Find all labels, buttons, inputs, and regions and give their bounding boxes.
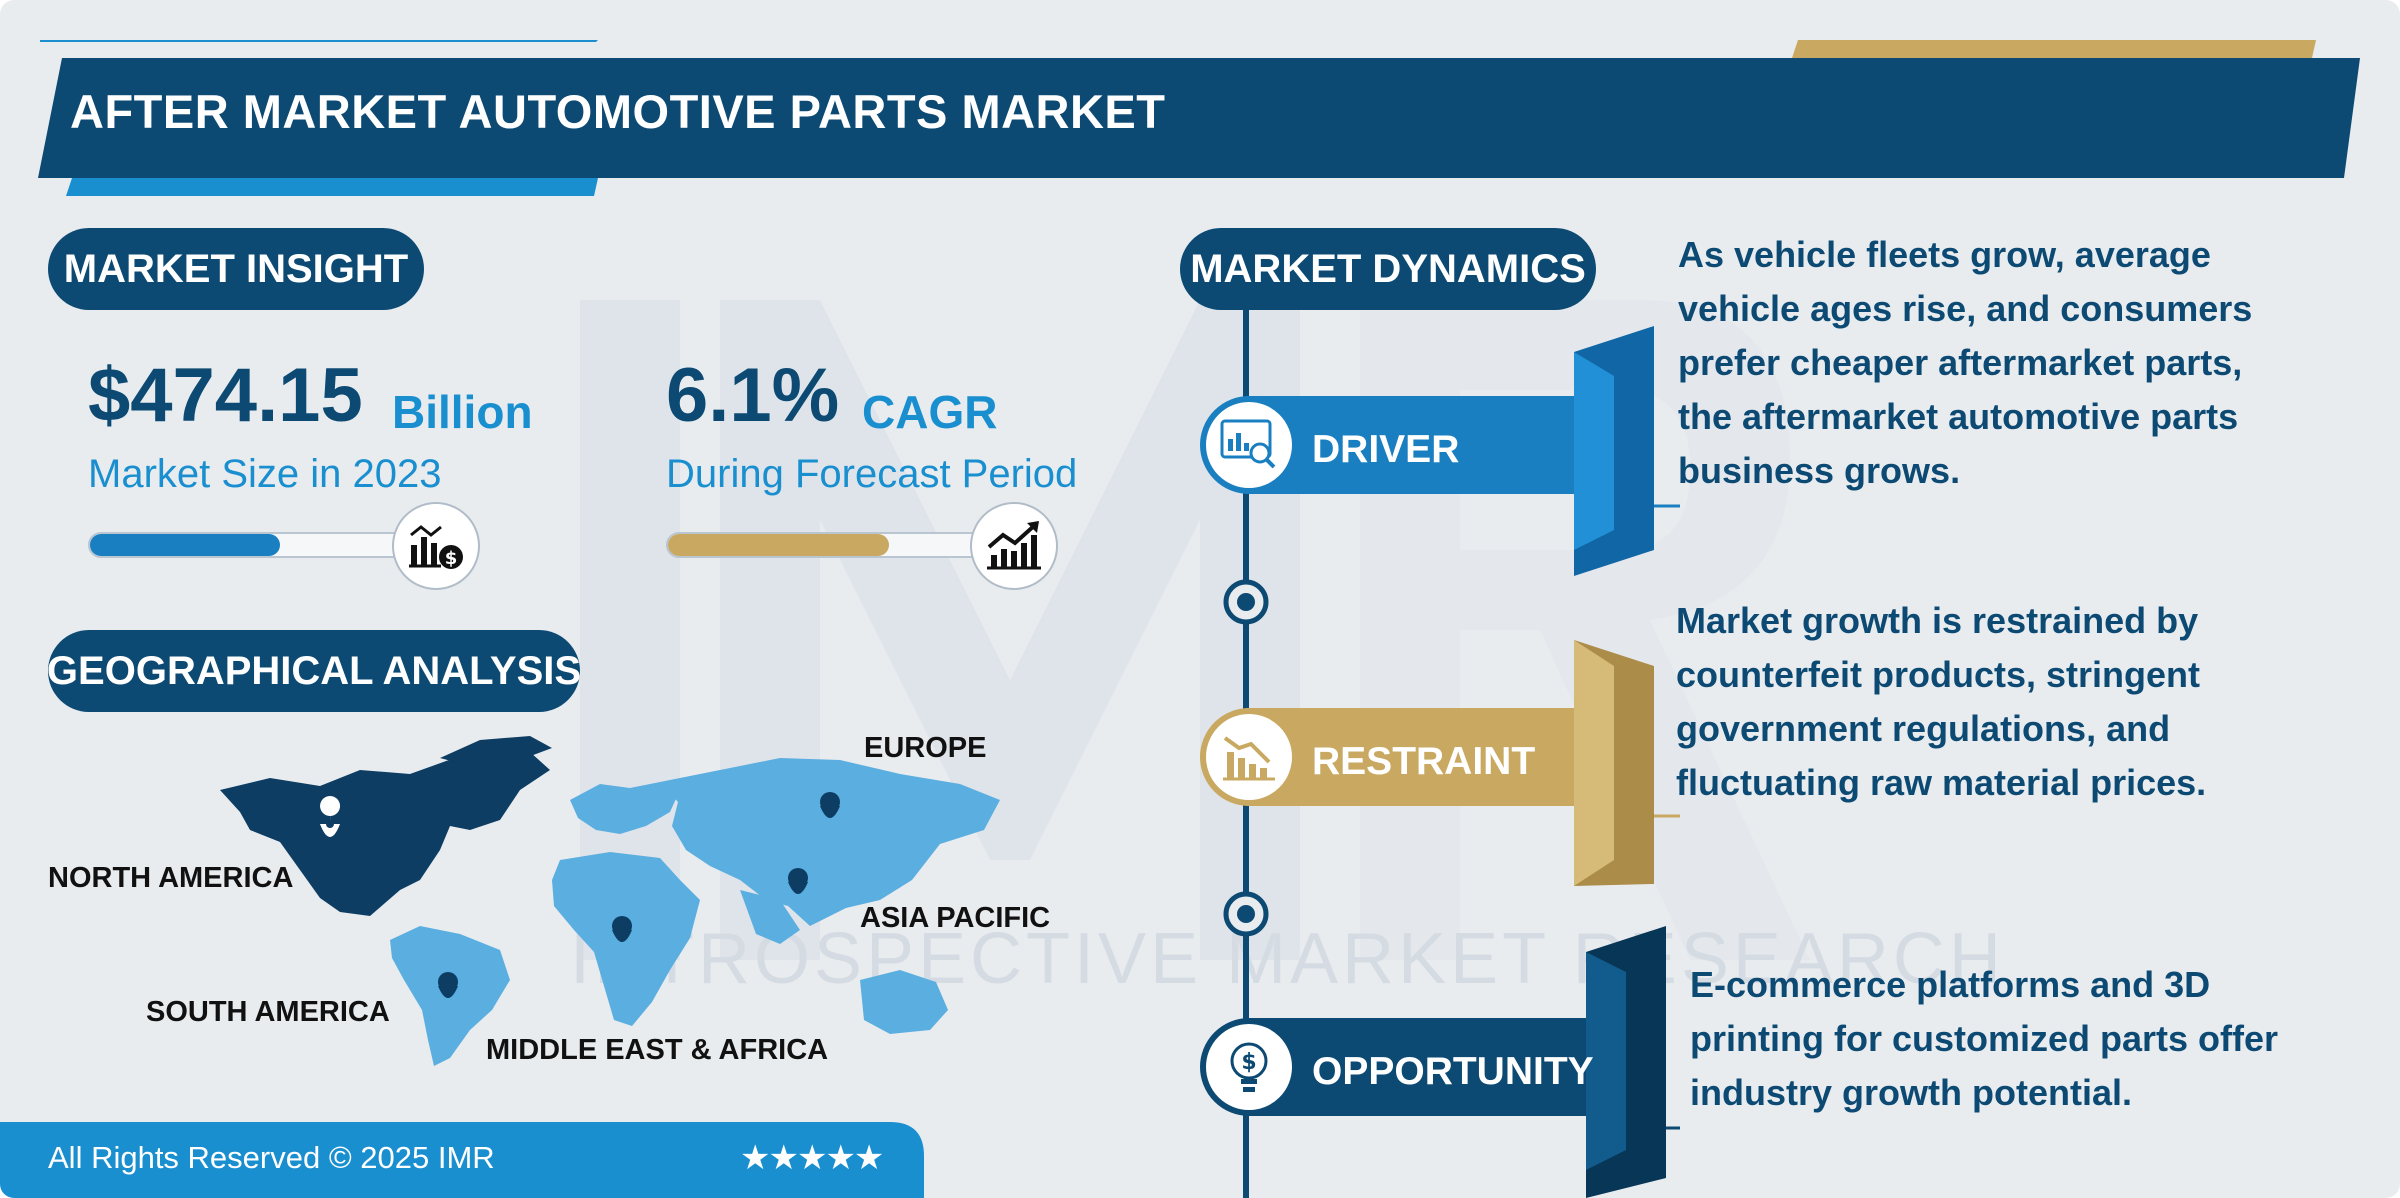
watermark-text: INTROSPECTIVE MARKET RESEARCH — [570, 919, 2005, 999]
cagr-label: During Forecast Period — [666, 452, 1078, 496]
region-south-america: SOUTH AMERICA — [146, 996, 390, 1028]
cagr-unit: CAGR — [862, 386, 998, 438]
money-chart-icon: $ — [392, 502, 480, 590]
title-banner — [38, 40, 2360, 196]
region-north-america: NORTH AMERICA — [48, 862, 294, 894]
opportunity-text: E-commerce platforms and 3D printing for… — [1690, 964, 2279, 1113]
page-title: AFTER MARKET AUTOMOTIVE PARTS MARKET — [70, 85, 1166, 138]
europe-shape — [570, 782, 680, 834]
world-map — [220, 736, 1000, 1066]
market-size-unit: Billion — [392, 386, 533, 438]
market-dynamics-heading: MARKET DYNAMICS — [1180, 228, 1596, 310]
market-insight-heading: MARKET INSIGHT — [48, 228, 424, 310]
middle-east-africa-pin-icon — [612, 916, 632, 942]
footer-bar — [0, 1122, 924, 1198]
driver-text: As vehicle fleets grow, average vehicle … — [1678, 234, 2253, 491]
cagr-bar — [666, 532, 986, 558]
market-size-bar — [88, 532, 408, 558]
market-size-label: Market Size in 2023 — [88, 452, 442, 496]
north-america-pin-icon — [320, 796, 341, 837]
region-asia-pacific: ASIA PACIFIC — [860, 902, 1051, 934]
market-size-value: $474.15 — [88, 353, 363, 438]
australia-shape — [860, 970, 948, 1034]
cagr-bar-fill — [668, 534, 890, 556]
europe-pin-icon — [820, 792, 840, 818]
asia-pacific-pin-icon — [788, 868, 808, 894]
copyright-text: All Rights Reserved © 2025 IMR — [48, 1140, 495, 1175]
market-size-bar-fill — [90, 534, 280, 556]
rating-stars: ★★★★★ — [740, 1139, 884, 1177]
cagr-value: 6.1% — [666, 353, 840, 438]
north-america-shape — [220, 750, 550, 916]
growth-chart-icon — [970, 502, 1058, 590]
opportunity-label: OPPORTUNITY — [1312, 1050, 1594, 1093]
region-europe: EUROPE — [864, 732, 987, 764]
driver-label: DRIVER — [1312, 428, 1460, 471]
svg-text:$: $ — [445, 548, 458, 569]
restraint-label: RESTRAINT — [1312, 740, 1536, 783]
analytics-icon — [1200, 396, 1298, 494]
south-america-pin-icon — [438, 972, 458, 998]
restraint-text: Market growth is restrained by counterfe… — [1676, 600, 2207, 803]
svg-text:$: $ — [1241, 1050, 1256, 1075]
region-middle-east-africa: MIDDLE EAST & AFRICA — [486, 1034, 829, 1066]
dynamics-timeline — [1223, 280, 1680, 1198]
geographical-analysis-heading: GEOGRAPHICAL ANALYSIS — [47, 630, 581, 712]
idea-dollar-icon: $ — [1200, 1018, 1298, 1116]
declining-chart-icon — [1200, 708, 1298, 806]
asia-shape — [660, 758, 1000, 926]
